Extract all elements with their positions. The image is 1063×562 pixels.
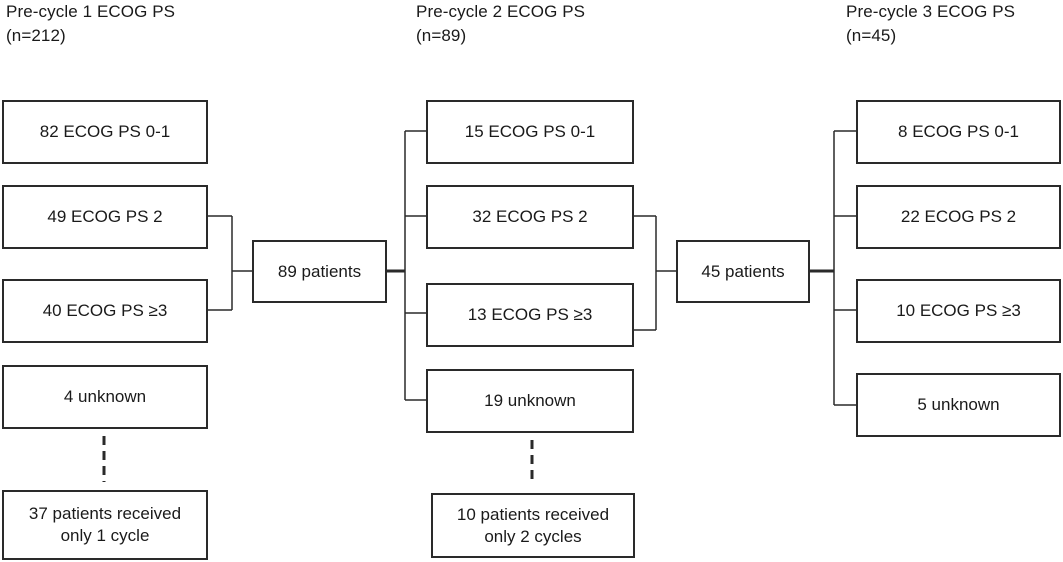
- dropout-line-1: 37 patients received: [28, 504, 182, 523]
- box-label: 5 unknown: [917, 395, 1000, 414]
- box-label: 4 unknown: [63, 387, 147, 406]
- box-label: 32 ECOG PS 2: [472, 207, 588, 226]
- col1-dropout-box: 37 patients received only 1 cycle: [2, 490, 208, 560]
- col2-ps3-box: 13 ECOG PS ≥3: [426, 283, 634, 347]
- column-3-title: Pre-cycle 3 ECOG PS: [846, 2, 1016, 21]
- box-label: 40 ECOG PS ≥3: [42, 301, 168, 320]
- box-label: 49 ECOG PS 2: [47, 207, 163, 226]
- transition-label: 89 patients: [277, 261, 362, 281]
- column-1-header: Pre-cycle 1 ECOG PS (n=212): [6, 0, 175, 48]
- transition-1-box: 89 patients: [252, 240, 387, 303]
- box-label: 22 ECOG PS 2: [900, 207, 1017, 226]
- transition-label: 45 patients: [701, 261, 785, 281]
- column-2-header: Pre-cycle 2 ECOG PS (n=89): [416, 0, 585, 48]
- col2-dropout-box: 10 patients received only 2 cycles: [431, 493, 635, 558]
- column-3-count: (n=45): [846, 26, 897, 45]
- box-label: 13 ECOG PS ≥3: [467, 305, 593, 324]
- col3-ps3-box: 10 ECOG PS ≥3: [856, 279, 1061, 343]
- col3-ps01-box: 8 ECOG PS 0-1: [856, 100, 1061, 164]
- col2-ps2-box: 32 ECOG PS 2: [426, 185, 634, 249]
- col1-ps01-box: 82 ECOG PS 0-1: [2, 100, 208, 164]
- dropout-line-2: only 1 cycle: [60, 526, 150, 545]
- column-1-title: Pre-cycle 1 ECOG PS: [6, 2, 176, 21]
- box-label: 15 ECOG PS 0-1: [464, 122, 596, 141]
- col2-unknown-box: 19 unknown: [426, 369, 634, 433]
- transition-2-box: 45 patients: [676, 240, 810, 303]
- col1-ps2-box: 49 ECOG PS 2: [2, 185, 208, 249]
- box-label: 19 unknown: [484, 391, 576, 410]
- box-label: 10 ECOG PS ≥3: [896, 301, 1021, 320]
- col3-ps2-box: 22 ECOG PS 2: [856, 185, 1061, 249]
- column-2-title: Pre-cycle 2 ECOG PS: [416, 2, 586, 21]
- col1-unknown-box: 4 unknown: [2, 365, 208, 429]
- column-3-header: Pre-cycle 3 ECOG PS (n=45): [846, 0, 1015, 48]
- col2-ps01-box: 15 ECOG PS 0-1: [426, 100, 634, 164]
- col1-ps3-box: 40 ECOG PS ≥3: [2, 279, 208, 343]
- column-1-count: (n=212): [6, 26, 66, 45]
- dropout-line-1: 10 patients received: [456, 504, 610, 524]
- box-label: 82 ECOG PS 0-1: [39, 122, 171, 141]
- column-2-count: (n=89): [416, 26, 467, 45]
- dropout-line-2: only 2 cycles: [484, 526, 582, 546]
- col3-unknown-box: 5 unknown: [856, 373, 1061, 437]
- box-label: 8 ECOG PS 0-1: [898, 122, 1019, 141]
